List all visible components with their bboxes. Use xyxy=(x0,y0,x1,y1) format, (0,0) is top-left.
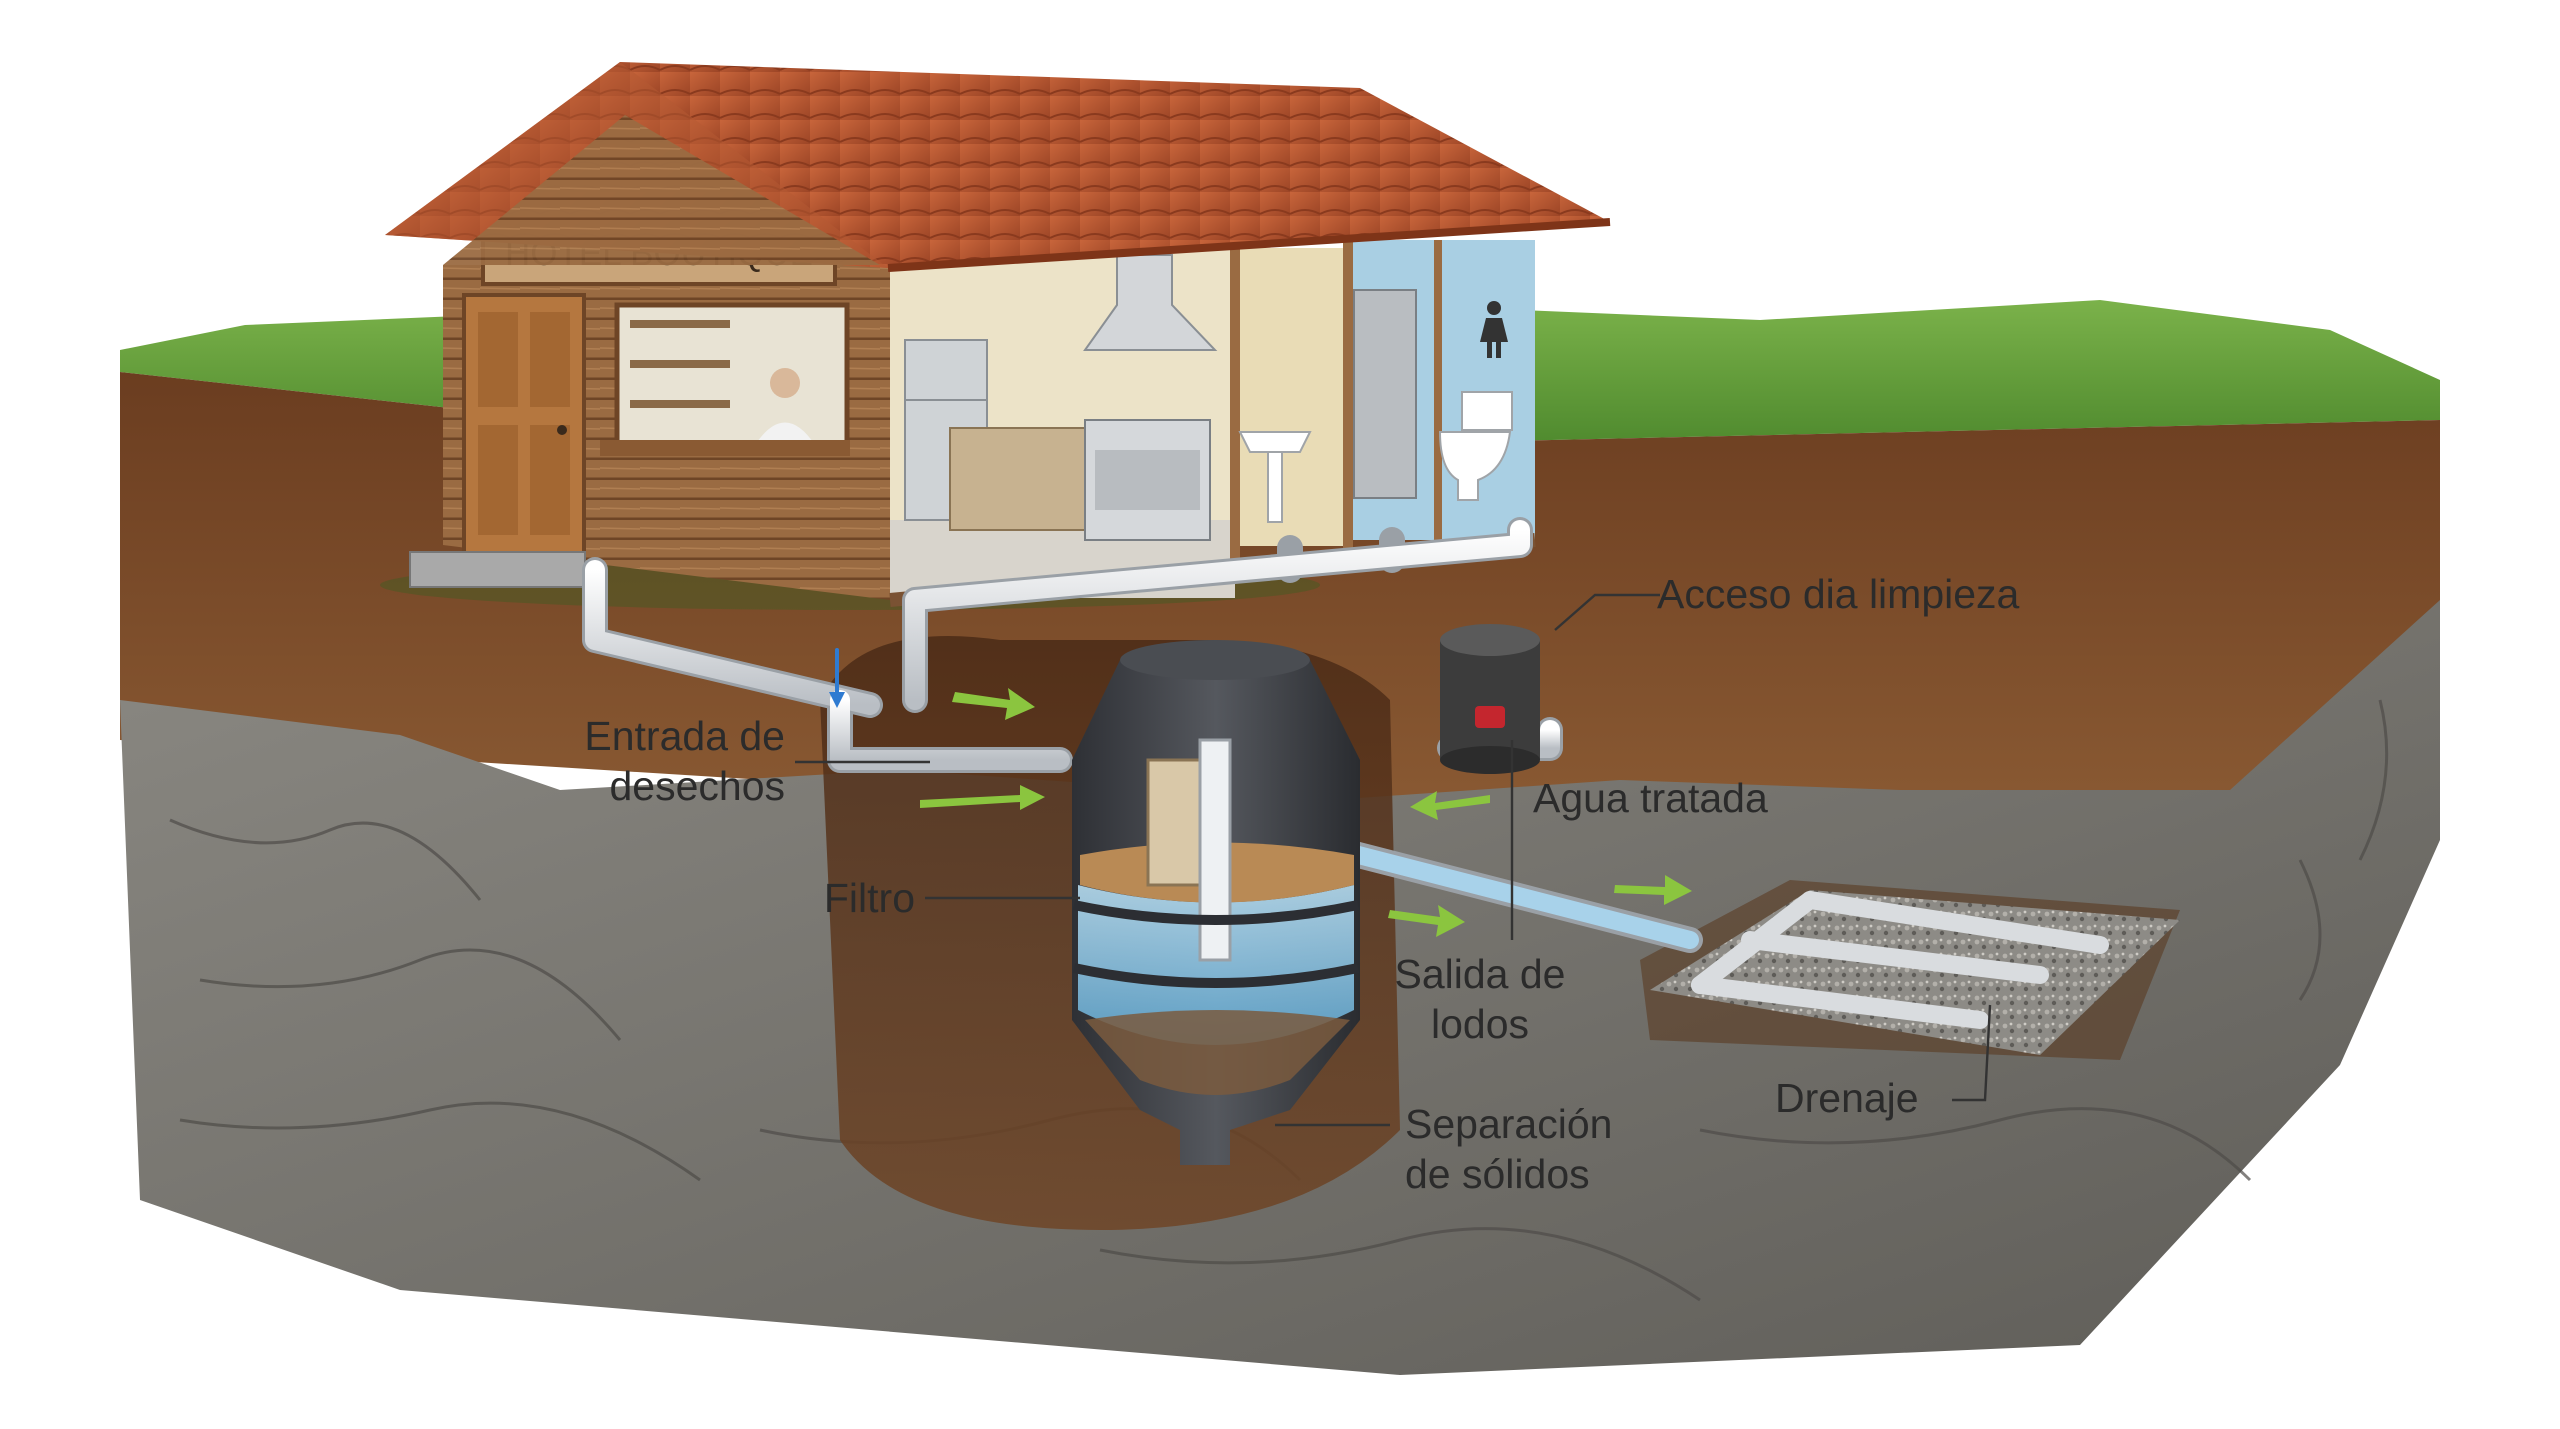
service-window xyxy=(600,302,850,456)
label-solids-line2: de sólidos xyxy=(1405,1151,1590,1197)
bath-room xyxy=(1235,248,1348,546)
label-drain: Drenaje xyxy=(1775,1075,1919,1121)
label-solids-line1: Separación xyxy=(1405,1101,1612,1147)
filter-column xyxy=(1146,758,1202,887)
flow-arrow xyxy=(1410,791,1490,820)
label-access: Acceso dia limpieza xyxy=(1657,571,2020,617)
drain-lateral xyxy=(1691,976,1989,1029)
cleanout-access xyxy=(1326,624,1540,838)
front-door xyxy=(462,293,586,557)
label-inlet-line1: Entrada de xyxy=(584,713,785,759)
flow-arrow xyxy=(1614,875,1692,905)
tank-water xyxy=(1078,885,1354,1045)
hotel-building: HOTEL BOUTIQUE xyxy=(380,62,1611,610)
drain-pipe xyxy=(1291,831,1699,949)
kitchen-fixtures xyxy=(904,254,1218,541)
flow-arrow xyxy=(1388,905,1465,937)
flow-arrows xyxy=(920,688,1692,937)
label-sludge-line2: lodos xyxy=(1431,1001,1529,1047)
label-filter: Filtro xyxy=(824,875,915,921)
valve xyxy=(1475,706,1505,728)
label-treated-water: Agua tratada xyxy=(1533,775,1768,821)
restroom-door xyxy=(1353,289,1417,499)
door-step xyxy=(409,551,586,588)
drain-lateral xyxy=(1801,891,2109,954)
callouts: Acceso dia limpieza Entrada de desechos … xyxy=(584,571,2019,1197)
woman-restroom-icon xyxy=(1480,301,1508,358)
toilet xyxy=(1438,391,1513,501)
drain-lateral xyxy=(1741,931,2049,984)
sink xyxy=(1238,431,1312,523)
septic-tank xyxy=(1072,640,1360,1165)
flow-arrow xyxy=(920,785,1045,810)
flow-arrow xyxy=(952,688,1035,720)
label-sludge-line1: Salida de xyxy=(1395,951,1566,997)
sludge-layer xyxy=(1085,1010,1350,1095)
label-inlet-line2: desechos xyxy=(609,763,785,809)
inlet-pipe xyxy=(585,560,880,715)
plumbing xyxy=(582,517,2109,1029)
